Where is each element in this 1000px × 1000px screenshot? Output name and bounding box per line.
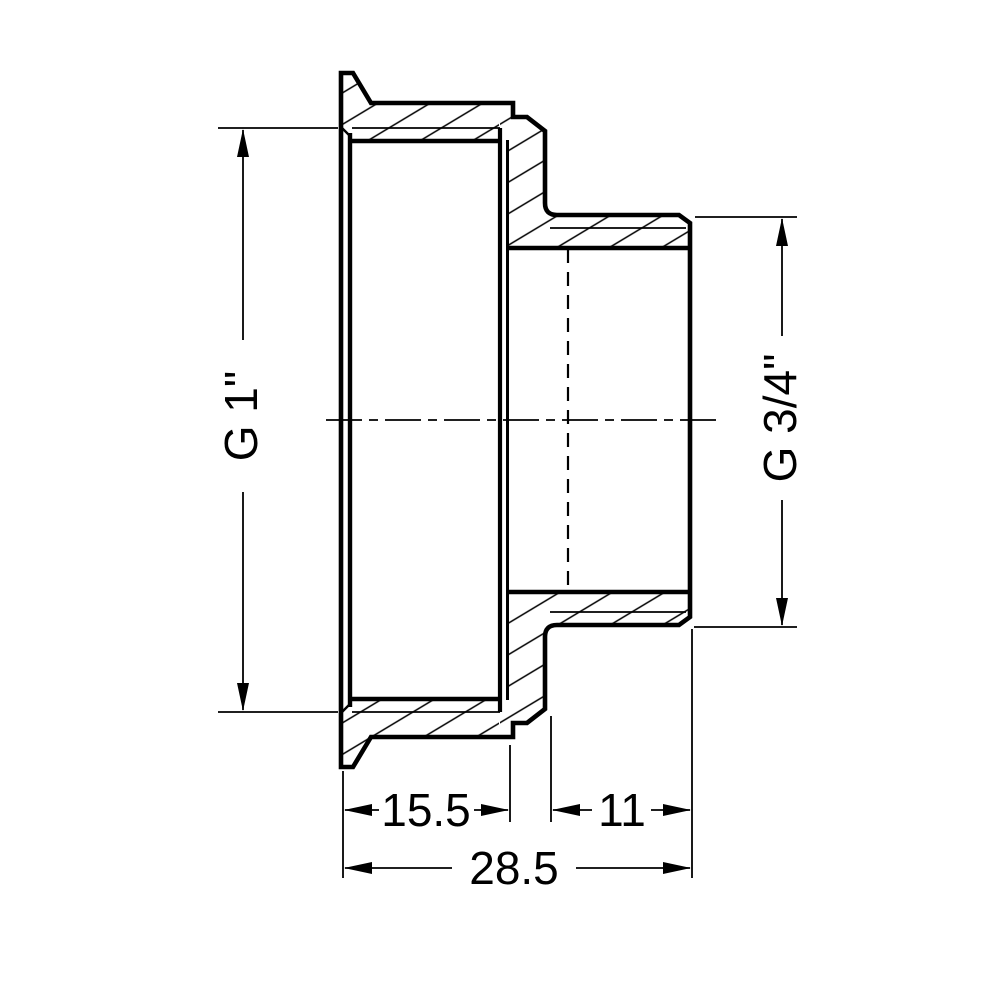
arrow-right-icon [481, 804, 509, 816]
arrow-left-icon [344, 862, 372, 874]
g1-thread-label: G 1" [215, 371, 267, 461]
arrow-up-icon [237, 129, 249, 157]
arrow-right-icon [663, 862, 691, 874]
fitting-outer-outline [338, 70, 693, 770]
g1-dimension: G 1" [215, 127, 338, 713]
g1-cavity-lines [340, 126, 509, 714]
arrow-right-icon [663, 804, 691, 816]
socket-depth-label: 15.5 [381, 784, 471, 836]
arrow-left-icon [552, 804, 580, 816]
overall-length-dimension: 28.5 [344, 842, 691, 894]
socket-depth-dimension: 15.5 [344, 784, 509, 836]
thread-length-dimension: 11 [552, 784, 691, 836]
g34-thread-label: G 3/4" [754, 354, 806, 483]
g34-dimension: G 3/4" [694, 216, 806, 628]
arrow-down-icon [237, 683, 249, 711]
arrow-left-icon [344, 804, 372, 816]
arrow-up-icon [776, 218, 788, 246]
arrow-down-icon [776, 598, 788, 626]
overall-length-label: 28.5 [469, 842, 559, 894]
bottom-dimensions: 15.5 11 28.5 [342, 629, 693, 894]
g34-nipple-lines [507, 227, 689, 613]
thread-length-label: 11 [598, 784, 646, 836]
